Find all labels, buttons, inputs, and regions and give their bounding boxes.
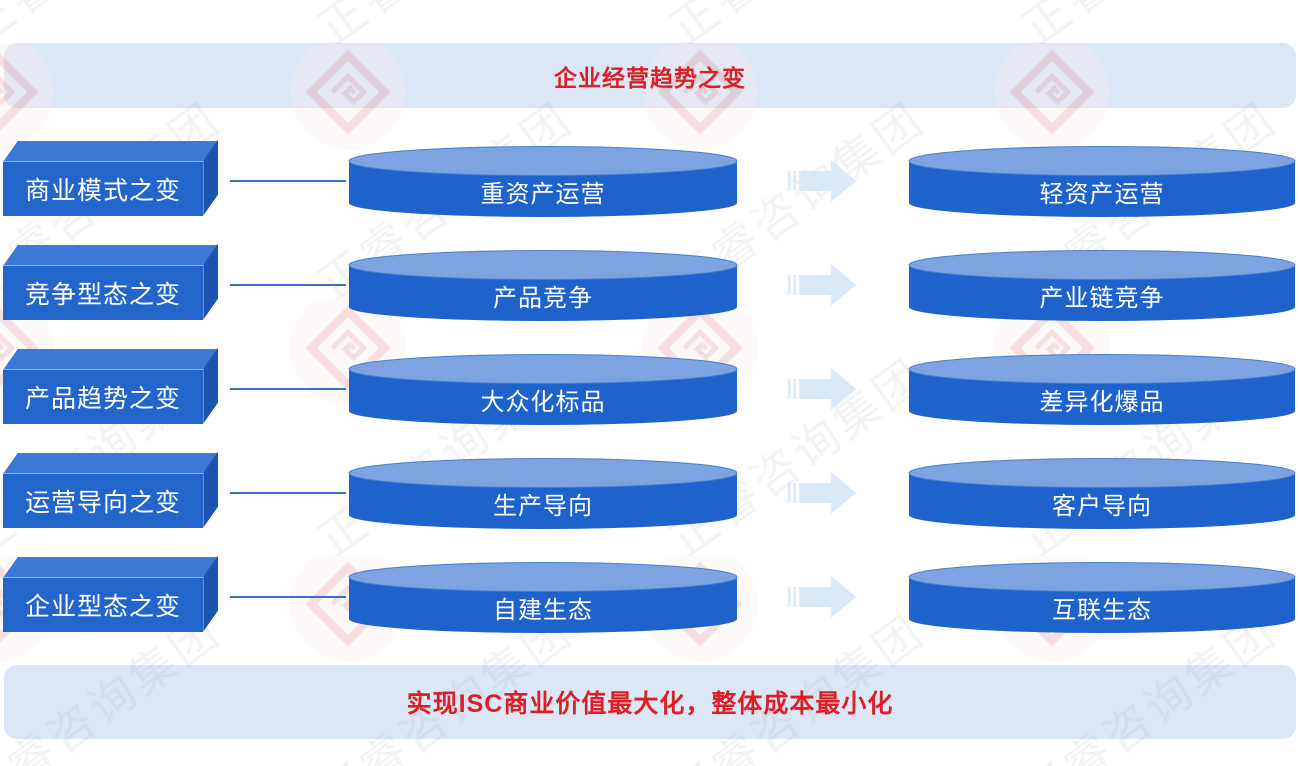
arrow-right-icon (788, 160, 856, 202)
from-cylinder-label: 产品竞争 (493, 284, 593, 312)
flow-row: 企业型态之变 自建生态 互联生态 (0, 557, 1300, 641)
change-box-label: 企业型态之变 (24, 592, 181, 621)
from-cylinder-label: 重资产运营 (480, 180, 606, 208)
to-cylinder-label: 产业链竞争 (1039, 284, 1165, 312)
from-cylinder: 产品竞争 (348, 249, 738, 325)
to-cylinder: 轻资产运营 (908, 145, 1296, 221)
change-box-label: 运营导向之变 (24, 488, 181, 517)
to-cylinder: 产业链竞争 (908, 249, 1296, 325)
to-cylinder: 差异化爆品 (908, 353, 1296, 429)
flow-row: 产品趋势之变 大众化标品 差异化爆品 (0, 349, 1300, 433)
change-box: 企业型态之变 (3, 577, 203, 632)
from-cylinder-label: 自建生态 (493, 596, 593, 624)
change-box-label: 商业模式之变 (24, 176, 181, 205)
flow-row: 商业模式之变 重资产运营 轻资产运营 (0, 141, 1300, 225)
flow-row: 竞争型态之变 产品竞争 产业链竞争 (0, 245, 1300, 329)
from-cylinder: 自建生态 (348, 561, 738, 637)
change-box-label: 竞争型态之变 (24, 280, 181, 309)
change-box: 产品趋势之变 (3, 369, 203, 424)
to-cylinder-label: 轻资产运营 (1039, 180, 1165, 208)
to-cylinder: 互联生态 (908, 561, 1296, 637)
to-cylinder-label: 客户导向 (1052, 492, 1152, 520)
connector-line (230, 284, 346, 286)
to-cylinder: 客户导向 (908, 457, 1296, 533)
connector-line (230, 180, 346, 182)
from-cylinder-label: 生产导向 (493, 492, 593, 520)
from-cylinder: 大众化标品 (348, 353, 738, 429)
from-cylinder: 生产导向 (348, 457, 738, 533)
connector-line (230, 596, 346, 598)
arrow-right-icon (788, 368, 856, 410)
to-cylinder-label: 互联生态 (1052, 596, 1152, 624)
arrow-right-icon (788, 472, 856, 514)
change-box-label: 产品趋势之变 (24, 384, 181, 413)
change-box: 商业模式之变 (3, 161, 203, 216)
change-box: 竞争型态之变 (3, 265, 203, 320)
connector-line (230, 388, 346, 390)
from-cylinder: 重资产运营 (348, 145, 738, 221)
to-cylinder-label: 差异化爆品 (1039, 388, 1165, 416)
arrow-right-icon (788, 264, 856, 306)
from-cylinder-label: 大众化标品 (480, 388, 606, 416)
change-box: 运营导向之变 (3, 473, 203, 528)
flow-row: 运营导向之变 生产导向 客户导向 (0, 453, 1300, 537)
arrow-right-icon (788, 576, 856, 618)
connector-line (230, 492, 346, 494)
